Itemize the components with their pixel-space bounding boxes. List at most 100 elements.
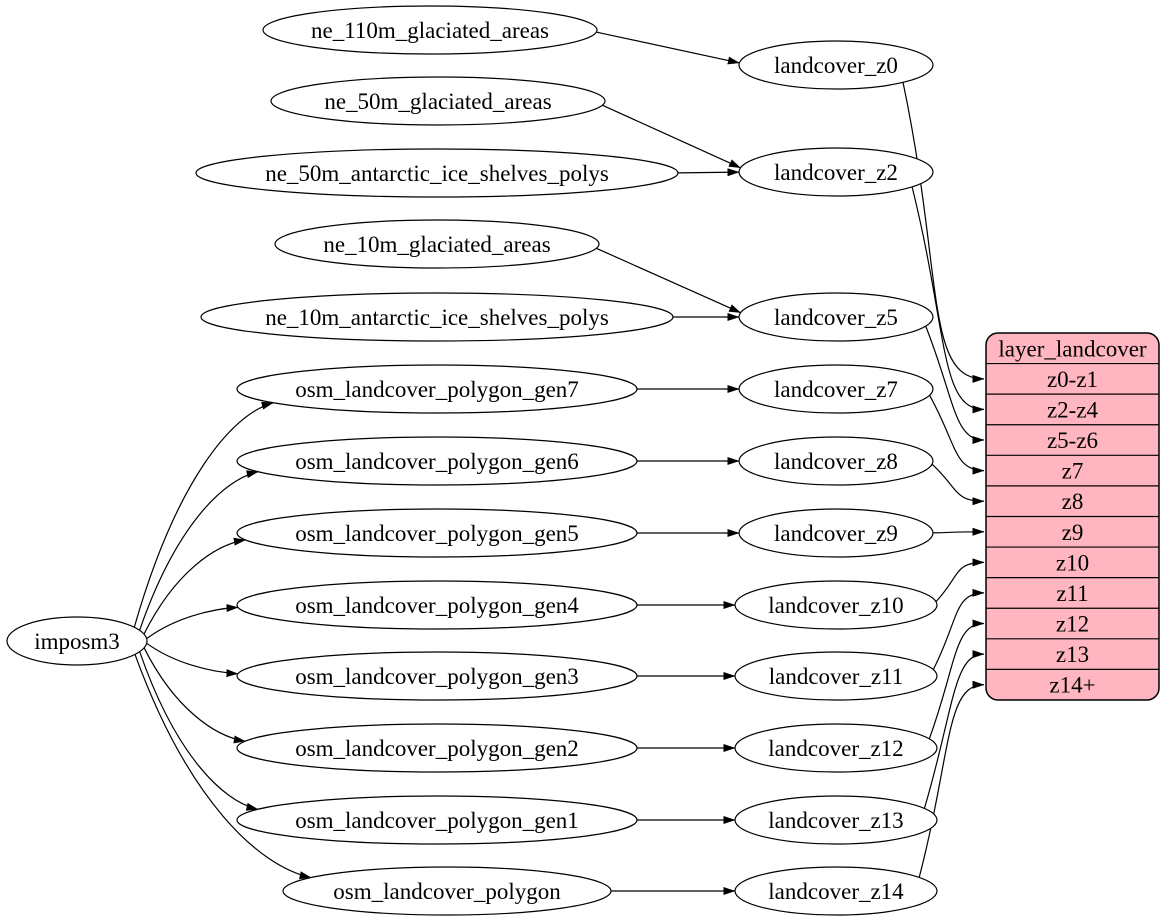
table-row-1: z2-z4 [1047, 397, 1099, 422]
edge-landcover_z10-to-layer_landcover-z10 [935, 558, 985, 603]
node-imposm3: imposm3 [6, 616, 148, 666]
table-row-label: z11 [1056, 581, 1088, 606]
edge-ne_110m_glaciated_areas-to-landcover_z0 [596, 31, 740, 65]
table-row-label: z5-z6 [1047, 428, 1098, 453]
node-ellipse [274, 219, 600, 269]
table-row-label: z9 [1062, 520, 1084, 545]
node-label: ne_110m_glaciated_areas [311, 18, 549, 43]
node-label: ne_10m_glaciated_areas [323, 232, 550, 257]
table-row-7: z11 [1056, 581, 1088, 606]
table-row-label: z13 [1056, 642, 1089, 667]
node-ellipse [738, 40, 934, 90]
node-label: ne_50m_glaciated_areas [324, 89, 551, 114]
node-ellipse [270, 76, 606, 126]
node-ellipse [236, 508, 638, 558]
table-layer-landcover: layer_landcover z0-z1 z2-z4 z5-z6 z7 z8 z9 z10 z… [985, 332, 1160, 701]
node-osm_landcover_polygon_gen2: osm_landcover_polygon_gen2 [236, 723, 638, 773]
node-ellipse [236, 651, 638, 701]
edge-imposm3-to-osm_landcover_polygon_gen3 [146, 642, 239, 678]
node-ellipse [738, 436, 934, 486]
edge-landcover_z11-to-layer_landcover-z11 [932, 588, 985, 670]
node-label: landcover_z7 [774, 377, 898, 402]
node-osm_landcover_polygon_gen1: osm_landcover_polygon_gen1 [236, 795, 638, 845]
node-ellipse [6, 616, 148, 666]
node-osm_landcover_polygon_gen7: osm_landcover_polygon_gen7 [236, 364, 638, 414]
edge-layer [133, 31, 985, 896]
node-ellipse [195, 148, 679, 198]
node-ne_50m_antarctic_ice_shelves_polys: ne_50m_antarctic_ice_shelves_polys [195, 148, 679, 198]
edge-ne_50m_antarctic_ice_shelves_polys-to-landcover_z2 [677, 168, 740, 177]
edge-imposm3-to-osm_landcover_polygon_gen6 [139, 470, 259, 631]
table-row-label: z10 [1056, 550, 1089, 575]
node-label: landcover_z10 [768, 593, 903, 618]
node-label: osm_landcover_polygon_gen6 [295, 449, 579, 474]
node-landcover_z8: landcover_z8 [738, 436, 934, 486]
node-label: landcover_z11 [769, 664, 904, 689]
node-label: ne_10m_antarctic_ice_shelves_polys [265, 305, 609, 330]
node-ellipse [734, 580, 938, 630]
edge-landcover_z0-to-layer_landcover-z0-z1 [902, 82, 985, 383]
node-ellipse [738, 508, 934, 558]
node-label: landcover_z8 [774, 449, 898, 474]
node-ellipse [734, 866, 938, 916]
node-osm_landcover_polygon_gen6: osm_landcover_polygon_gen6 [236, 436, 638, 486]
node-label: landcover_z13 [768, 808, 903, 833]
node-ellipse [282, 866, 612, 916]
edge-landcover_z13-to-layer_landcover-z13 [923, 650, 985, 809]
node-ne_10m_glaciated_areas: ne_10m_glaciated_areas [274, 219, 600, 269]
node-osm_landcover_polygon_gen4: osm_landcover_polygon_gen4 [236, 580, 638, 630]
table-row-5: z9 [1062, 520, 1084, 545]
node-ne_110m_glaciated_areas: ne_110m_glaciated_areas [262, 5, 598, 55]
node-label: osm_landcover_polygon_gen3 [295, 664, 579, 689]
node-label: osm_landcover_polygon_gen4 [295, 593, 579, 618]
node-label: landcover_z5 [774, 305, 898, 330]
edge-imposm3-to-osm_landcover_polygon_gen7 [133, 401, 274, 628]
node-ne_50m_glaciated_areas: ne_50m_glaciated_areas [270, 76, 606, 126]
node-ellipse [200, 292, 674, 342]
node-ellipse [738, 147, 934, 197]
edge-imposm3-to-osm_landcover_polygon_gen2 [143, 647, 246, 744]
node-ellipse [738, 292, 934, 342]
node-label: osm_landcover_polygon_gen2 [295, 736, 579, 761]
table-row-9: z13 [1056, 642, 1089, 667]
node-ellipse [236, 580, 638, 630]
node-landcover_z2: landcover_z2 [738, 147, 934, 197]
table-row-label: z14+ [1049, 673, 1095, 698]
table-row-0: z0-z1 [1047, 367, 1098, 392]
edge-imposm3-to-osm_landcover_polygon [134, 654, 312, 880]
node-osm_landcover_polygon_gen3: osm_landcover_polygon_gen3 [236, 651, 638, 701]
node-ellipse [236, 723, 638, 773]
node-landcover_z13: landcover_z13 [734, 795, 938, 845]
edge-landcover_z8-to-layer_landcover-z8 [931, 463, 985, 506]
node-ellipse [236, 364, 638, 414]
node-landcover_z7: landcover_z7 [738, 364, 934, 414]
node-landcover_z9: landcover_z9 [738, 508, 934, 558]
table-row-label: z12 [1056, 612, 1089, 637]
edge-imposm3-to-osm_landcover_polygon_gen4 [146, 604, 239, 640]
table-row-4: z8 [1062, 489, 1084, 514]
edge-landcover_z9-to-layer_landcover-z9 [932, 527, 985, 536]
node-landcover_z12: landcover_z12 [734, 723, 938, 773]
node-landcover_z10: landcover_z10 [734, 580, 938, 630]
node-label: landcover_z9 [774, 521, 898, 546]
node-label: landcover_z2 [774, 160, 898, 185]
table-row-6: z10 [1056, 550, 1089, 575]
table-header: layer_landcover [998, 336, 1146, 361]
node-landcover_z11: landcover_z11 [734, 651, 938, 701]
node-label: landcover_z14 [768, 879, 904, 904]
edge-landcover_z5-to-layer_landcover-z5-z6 [925, 325, 985, 444]
table-row-label: z7 [1062, 459, 1084, 484]
table-row-2: z5-z6 [1047, 428, 1098, 453]
node-ellipse [738, 364, 934, 414]
node-label: landcover_z12 [768, 736, 903, 761]
table-row-label: z2-z4 [1047, 397, 1099, 422]
edge-imposm3-to-osm_landcover_polygon_gen5 [143, 537, 246, 635]
node-ellipse [236, 795, 638, 845]
node-label: imposm3 [34, 629, 120, 654]
edge-landcover_z14-to-layer_landcover-z14+ [918, 680, 985, 878]
edge-landcover_z7-to-layer_landcover-z7 [929, 395, 985, 475]
table-row-10: z14+ [1049, 673, 1095, 698]
edge-landcover_z2-to-layer_landcover-z2-z4 [911, 186, 985, 414]
node-layer: imposm3 ne_110m_glaciated_areas ne_50m_gla… [6, 5, 938, 916]
